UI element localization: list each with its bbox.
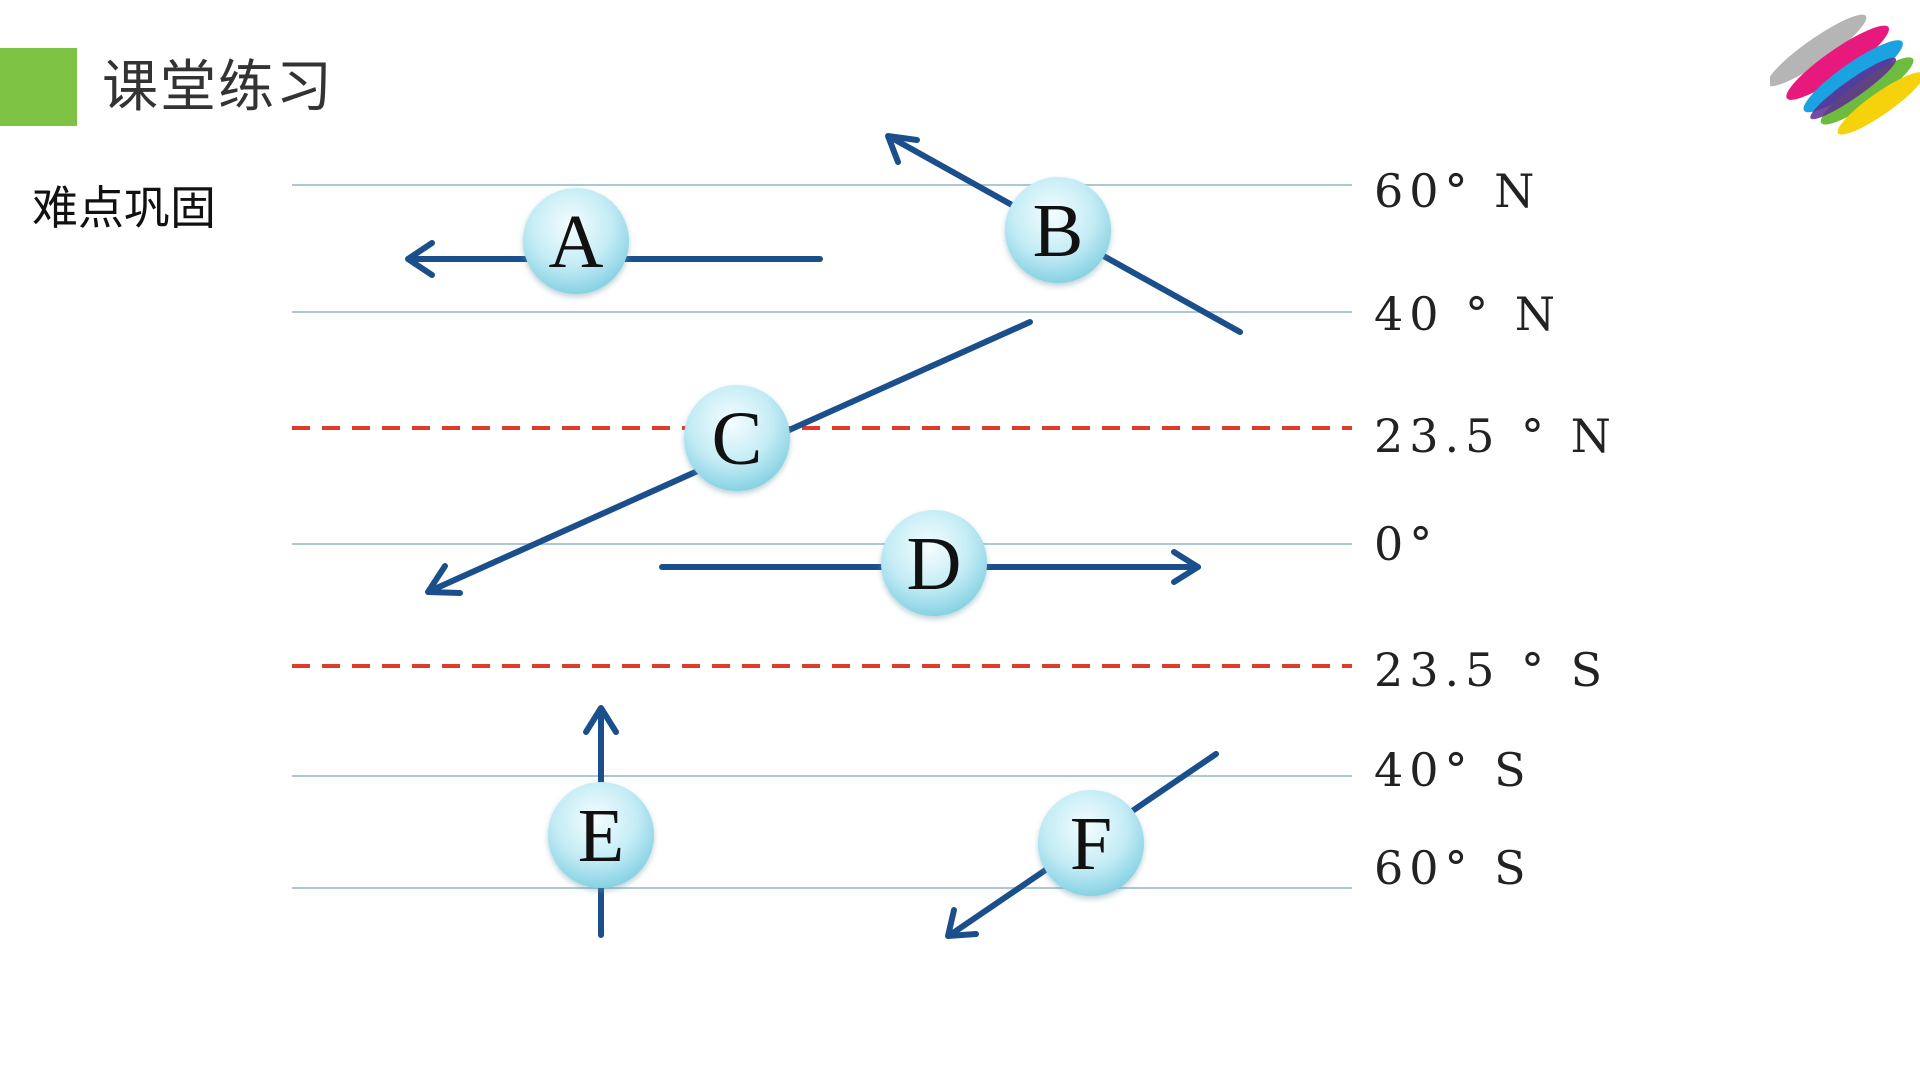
wind-circle-b: B bbox=[1005, 177, 1111, 283]
latitude-label-tropic-north: 23.5 ° N bbox=[1374, 409, 1617, 463]
latitude-label-40s: 40° S bbox=[1374, 743, 1532, 797]
page-title: 课堂练习 bbox=[102, 55, 334, 120]
latitude-label-40n: 40 ° N bbox=[1374, 287, 1561, 341]
latitude-labels: 60° N 40 ° N 23.5 ° N 0° 23.5 ° S 40° S … bbox=[1374, 164, 1617, 895]
wind-circle-e: E bbox=[548, 782, 654, 888]
wind-label-f: F bbox=[1070, 802, 1112, 886]
wind-circle-f: F bbox=[1038, 790, 1144, 896]
wind-circles: A B C D E F bbox=[523, 177, 1144, 896]
wind-circle-a: A bbox=[523, 188, 629, 294]
title-accent-square bbox=[0, 48, 77, 126]
latitude-label-equator: 0° bbox=[1374, 517, 1438, 571]
wind-label-b: B bbox=[1033, 189, 1084, 273]
colorful-brush-strokes-logo-icon bbox=[1770, 14, 1920, 135]
latitude-label-tropic-south: 23.5 ° S bbox=[1374, 643, 1608, 697]
section-title: 难点巩固 bbox=[32, 181, 216, 235]
wind-circle-d: D bbox=[881, 510, 987, 616]
latitude-label-60n: 60° N bbox=[1374, 164, 1540, 218]
wind-circle-c: C bbox=[684, 385, 790, 491]
wind-label-a: A bbox=[549, 200, 604, 284]
wind-label-d: D bbox=[907, 522, 962, 606]
latitude-lines bbox=[292, 184, 1352, 889]
latitude-label-60s: 60° S bbox=[1374, 841, 1532, 895]
wind-label-e: E bbox=[578, 794, 624, 878]
wind-label-c: C bbox=[712, 397, 763, 481]
